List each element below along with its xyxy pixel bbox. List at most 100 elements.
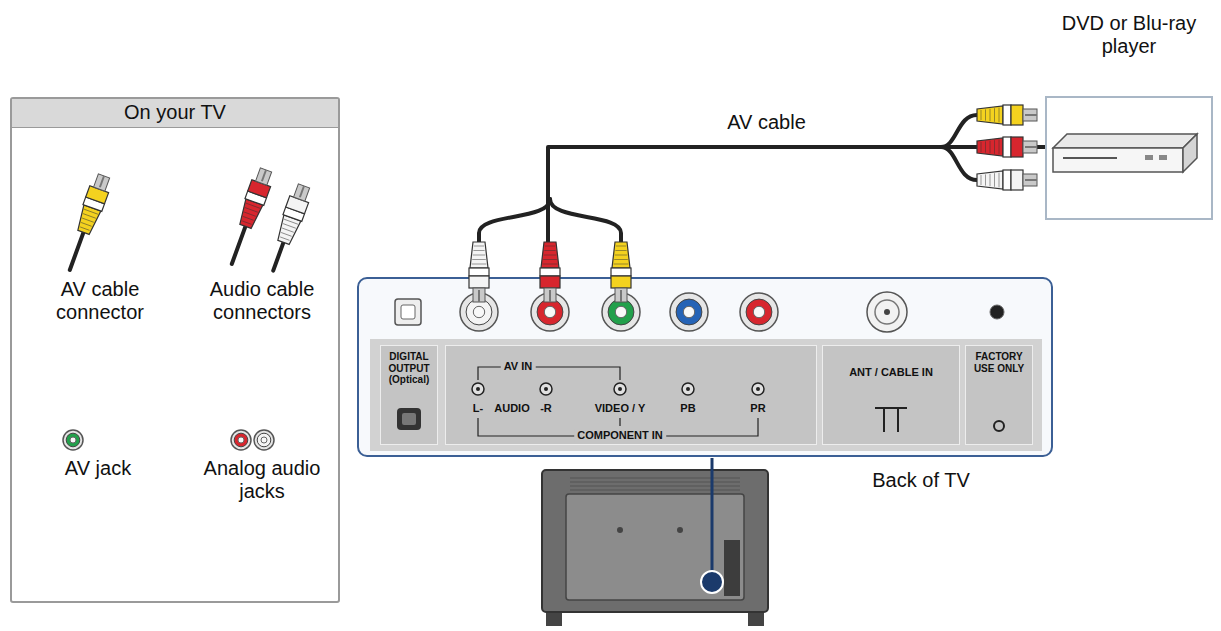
jack-ring [473,306,484,317]
player-part [1183,134,1197,172]
tv-body [542,470,768,612]
av-jack-icon [63,430,83,450]
player-part [1145,155,1153,160]
small-jack [756,387,760,391]
rca-plug [469,242,489,302]
plug-ridge [999,108,1000,123]
small-jack [618,387,622,391]
jack-ring [466,299,492,325]
small-jack [472,383,484,395]
plug-ridge [473,250,484,251]
cable-branch [479,199,550,242]
plug-ridge [242,221,251,224]
plug-ridge [990,141,991,153]
part-label: Analog audio jacks [187,457,337,503]
cable-branch [941,115,977,147]
factory-symbol [994,421,1004,431]
plug-ridge [283,224,296,229]
tv-vent [570,482,740,483]
jack-ring [261,437,267,443]
optical-icon [397,408,421,430]
jack-ring [537,299,563,325]
plug-boot [977,106,1003,124]
player-part [1053,134,1197,148]
plug-collar [540,276,560,288]
factory-port [990,305,1004,319]
rca-plug [540,242,560,302]
rca-jack [740,293,778,331]
rca-plug [977,170,1037,190]
plug-band [1003,137,1011,157]
port-art [823,346,961,446]
plug-ridge [244,212,256,216]
rca-plug [222,167,275,268]
part-label: AV cable connector [30,278,170,324]
plug-ridge [543,259,557,260]
plug-shell [94,174,110,191]
audio-jack-icon [254,430,274,450]
tv-vent [570,478,740,479]
plug-ridge [994,108,995,122]
plug-ridge [543,264,558,265]
port-label: FACTORY USE ONLY [967,351,1031,374]
plug-ridge [985,174,986,185]
port-group-label: AV IN [501,360,536,373]
optical-port [395,299,421,325]
tv-mount-hole [677,527,683,533]
plug-band [469,268,489,276]
plug-ridge [544,250,555,251]
port-group-label: COMPONENT IN [574,429,666,442]
tv-mount-hole [617,527,623,533]
info-panel: On your TV [10,97,340,603]
device-box: DVD or Blu-ray player [1045,8,1213,220]
plug-boot [977,138,1003,156]
port-label-box: AV INL-AUDIO-RVIDEO / YPBPRCOMPONENT IN [445,345,817,445]
jack-ring [70,437,76,443]
coax-port-part [884,309,890,315]
plug-pin [620,290,622,302]
plug-shell [256,168,272,185]
location-dot [701,571,723,593]
tv-rear-panel [566,494,744,600]
port-label: DIGITAL OUTPUT (Optical) [382,351,436,386]
plug-ridge [284,219,298,224]
plug-band [1003,105,1011,125]
plug-ridge [82,218,94,222]
rca-jack [670,293,708,331]
plug-pin [1025,179,1037,181]
coax-port [867,292,907,332]
rca-plug [977,105,1037,125]
av-cable [548,147,1045,277]
port-label-box: DIGITAL OUTPUT (Optical) [380,345,438,445]
plug-pin [1025,146,1037,148]
audio-jack-icon [231,430,251,450]
rca-plug [264,183,314,274]
plug-ridge [474,246,484,247]
port-label: ANT / CABLE IN [826,366,956,379]
plug-ridge [472,264,487,265]
plug-band [1003,170,1011,190]
port-label: PR [750,402,765,415]
plug-ridge [985,109,986,120]
plug-band [540,268,560,276]
plug-ridge [472,259,486,260]
optical-icon [402,413,416,425]
plug-ridge [245,208,258,213]
player-part [1063,157,1117,159]
plug-ridge [990,174,991,186]
plug-pin [549,290,551,302]
part-label: AV jack [38,457,158,480]
cable [232,226,246,264]
plug-ridge [80,227,89,230]
rca-plug [60,173,113,274]
plug-ridge [243,216,254,220]
plug-pin [300,186,304,197]
jack-ring [234,433,248,447]
port-label-box: ANT / CABLE IN [822,345,960,445]
jack-ring [257,433,271,447]
jack-ring [544,306,555,317]
plug-collar [469,276,489,288]
coax-port-part [867,292,907,332]
tv-back-panel: Back of TVDIGITAL OUTPUT (Optical)AV INL… [357,277,1053,457]
